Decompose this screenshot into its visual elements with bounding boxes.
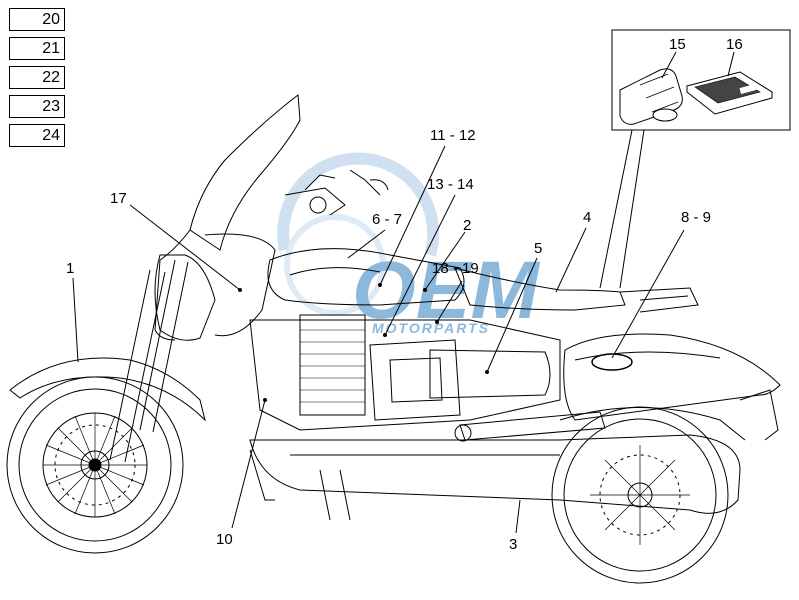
leader-lines: [72, 145, 685, 534]
callout-18-19: 18 - 19: [432, 260, 479, 277]
ref-box-24: 24: [9, 124, 65, 147]
ref-box-22: 22: [9, 66, 65, 89]
callout-15: 15: [669, 36, 686, 53]
callout-1: 1: [66, 260, 74, 277]
ref-box-21: 21: [9, 37, 65, 60]
watermark-logo: OEM MOTORPARTS: [277, 152, 540, 336]
callout-2: 2: [463, 217, 471, 234]
callout-10: 10: [216, 531, 233, 548]
motorcycle-outline: [6, 94, 781, 584]
ref-box-20: 20: [9, 8, 65, 31]
callout-6-7: 6 - 7: [372, 211, 402, 228]
owner-manual-icon: [685, 71, 774, 115]
ref-box-23: 23: [9, 95, 65, 118]
watermark-arc: [277, 152, 440, 257]
callout-8-9: 8 - 9: [681, 209, 711, 226]
callout-13-14: 13 - 14: [427, 176, 474, 193]
callout-3: 3: [509, 536, 517, 553]
callout-11-12: 11 - 12: [430, 127, 476, 144]
inset-box: 15 16: [599, 29, 791, 289]
watermark-sub: MOTORPARTS: [372, 320, 490, 336]
callout-4: 4: [583, 209, 591, 226]
callout-16: 16: [726, 36, 743, 53]
callout-5: 5: [534, 240, 542, 257]
leader-dots: [238, 283, 489, 402]
watermark-globe: [284, 214, 386, 316]
callout-17: 17: [110, 190, 127, 207]
tool-pouch-icon: [619, 68, 683, 125]
